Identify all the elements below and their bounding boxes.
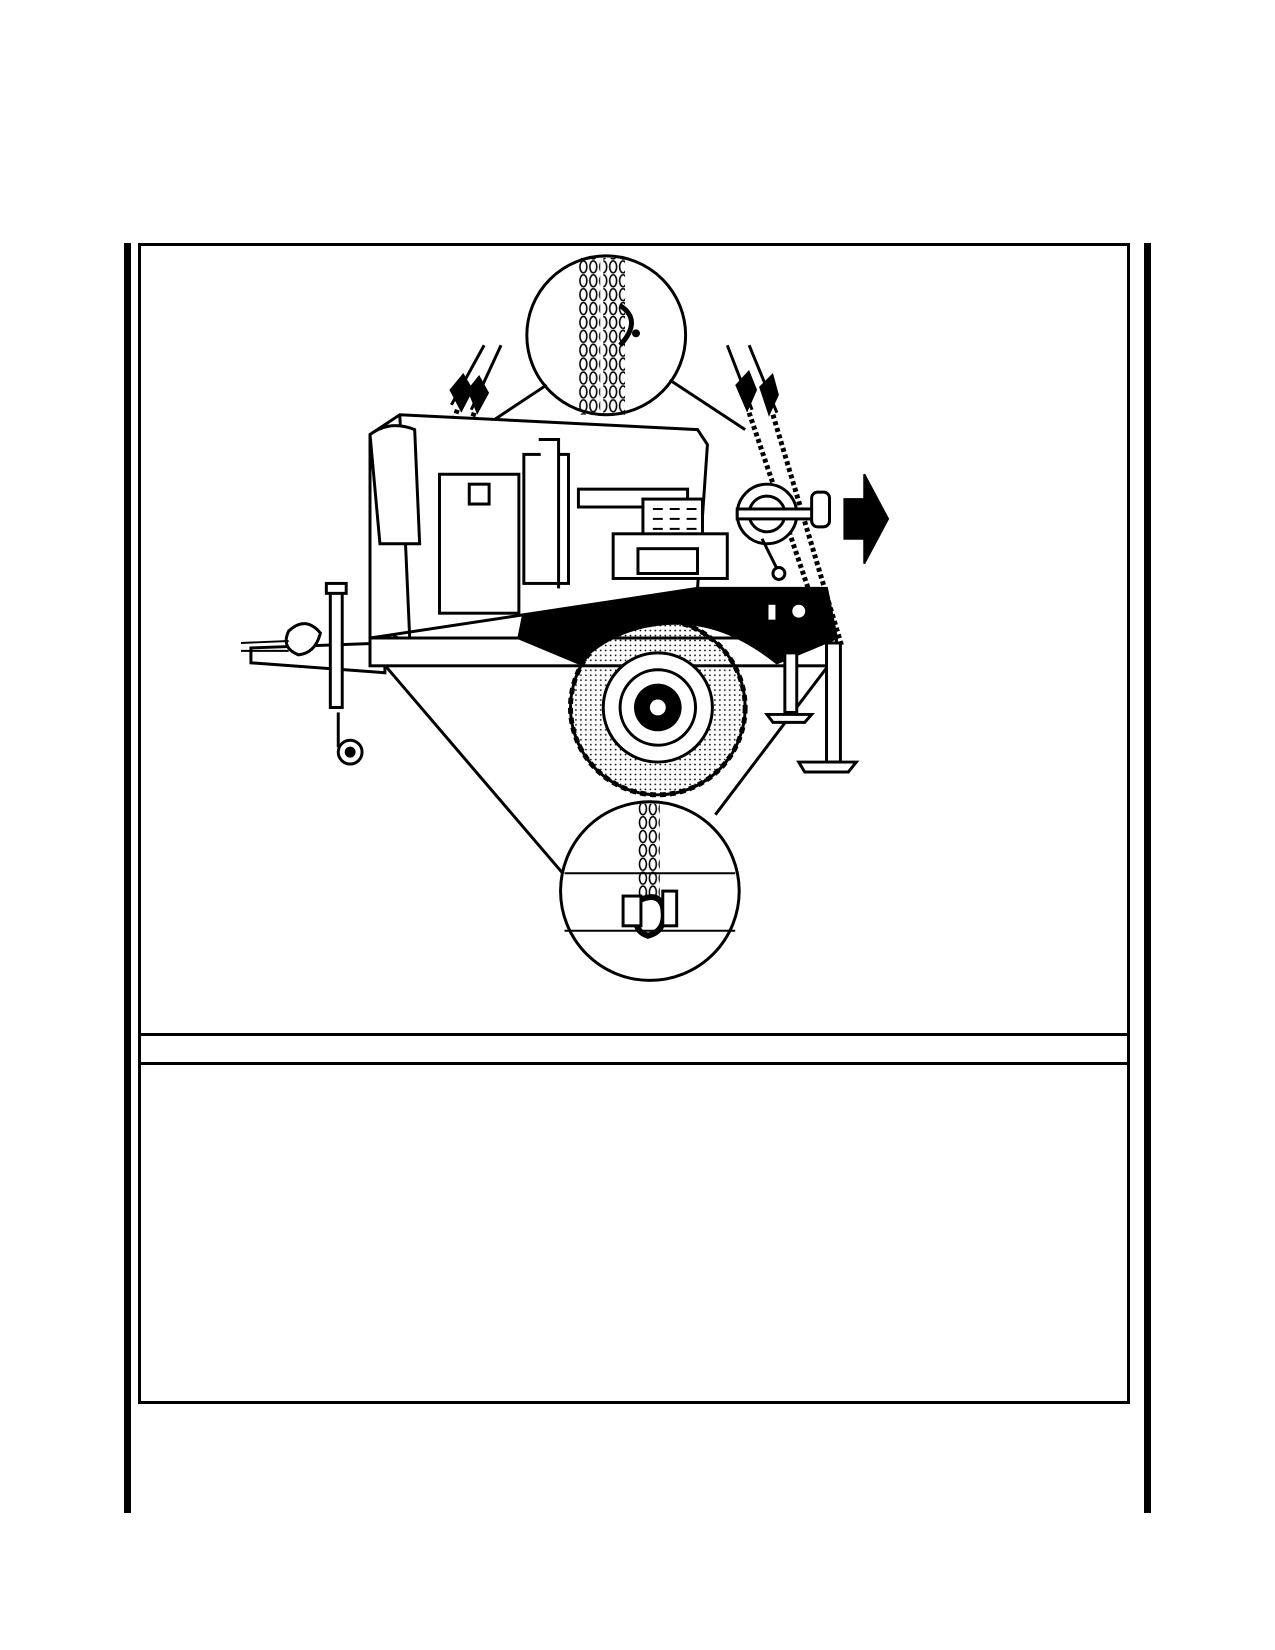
arrow-right-icon — [843, 473, 890, 565]
trailer-wheel — [568, 617, 748, 798]
chain-hook-detail-icon — [559, 800, 741, 982]
stabilizer-legs — [764, 641, 860, 774]
left-page-rule — [124, 243, 131, 1513]
trailer-lifting-chains-illustration — [240, 254, 890, 982]
chain-shackle-detail-icon — [525, 254, 688, 417]
figure-caption-strip — [138, 1036, 1130, 1065]
sling-eyes — [449, 370, 779, 417]
figure-frame — [138, 243, 1130, 1036]
procedure-text-box — [138, 1062, 1130, 1404]
right-page-rule — [1144, 243, 1151, 1513]
